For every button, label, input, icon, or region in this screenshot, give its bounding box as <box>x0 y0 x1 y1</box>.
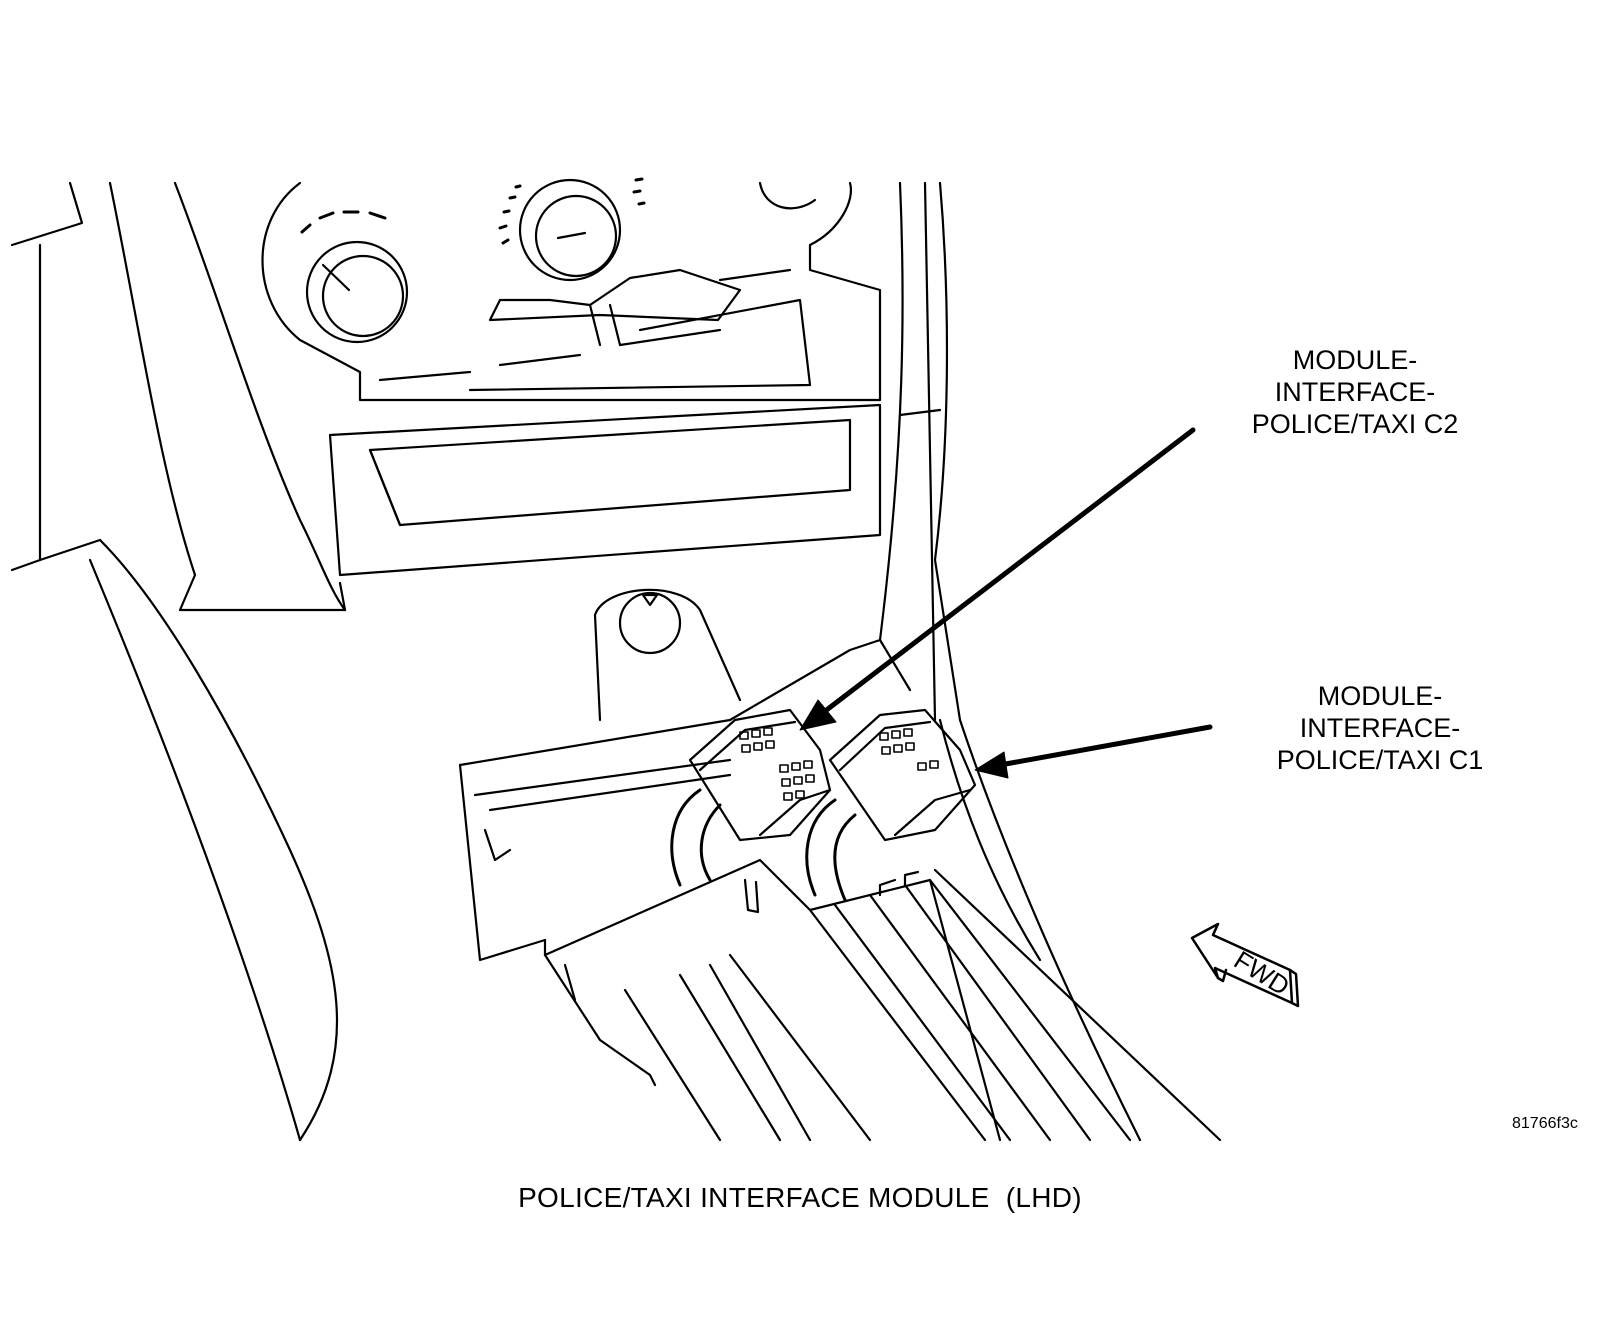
center-console <box>543 858 1222 1142</box>
storage-pocket <box>328 403 882 577</box>
left-dash-trim <box>10 181 339 1142</box>
figure-caption: POLICE/TAXI INTERFACE MODULE (LHD) <box>518 1182 1082 1213</box>
connector-c2 <box>688 708 832 842</box>
wire-harness <box>670 788 857 902</box>
c2-leader-arrow <box>799 427 1196 731</box>
c1-leader-arrow <box>974 724 1213 779</box>
callout-c1-line3: POLICE/TAXI C1 <box>1276 745 1484 775</box>
callout-label-c2: MODULE- INTERFACE- POLICE/TAXI C2 <box>1210 344 1500 440</box>
callout-c2-line3: POLICE/TAXI C2 <box>1251 409 1459 439</box>
callout-c1-line2: INTERFACE- <box>1299 713 1461 743</box>
console-opening <box>458 588 912 962</box>
callout-c2-line2: INTERFACE- <box>1274 377 1436 407</box>
connector-c1 <box>828 708 977 842</box>
callout-c1-line1: MODULE- <box>1317 681 1443 711</box>
forward-arrow-icon: FWD <box>1190 922 1300 1008</box>
figure-id: 81766f3c <box>1512 1115 1578 1132</box>
hvac-control-panel <box>261 177 882 402</box>
fwd-label: FWD <box>1229 945 1295 1002</box>
center-stack-bezel <box>173 181 1142 1142</box>
callout-label-c1: MODULE- INTERFACE- POLICE/TAXI C1 <box>1235 680 1525 776</box>
callout-c2-line1: MODULE- <box>1292 345 1418 375</box>
